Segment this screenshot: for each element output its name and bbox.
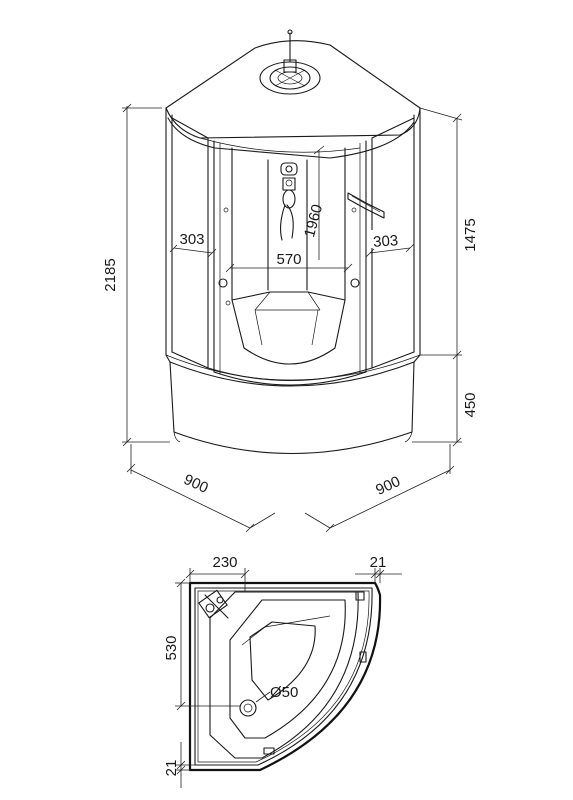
dim-side-depth: 530 bbox=[163, 578, 240, 711]
label-total-height: 2185 bbox=[102, 258, 119, 291]
dim-right-depth: 900 bbox=[304, 444, 455, 533]
dim-right-panel: 303 bbox=[365, 230, 415, 258]
door-handle-right bbox=[359, 651, 367, 663]
dim-upper-section: 1475 bbox=[419, 107, 479, 360]
label-upper-section: 1475 bbox=[462, 218, 479, 251]
left-glass-panel bbox=[165, 107, 231, 374]
dim-left-depth: 900 bbox=[126, 444, 276, 533]
label-left-depth: 900 bbox=[181, 471, 211, 497]
dim-edge-offset: 21 bbox=[355, 554, 402, 583]
shower-tray-base bbox=[165, 354, 421, 455]
shelf-icon bbox=[347, 192, 385, 219]
label-corner-width: 230 bbox=[212, 554, 237, 571]
door-handle-bottom bbox=[263, 747, 275, 755]
back-wall bbox=[231, 147, 346, 301]
dim-bottom-offset: 21 bbox=[163, 742, 195, 788]
shower-tray-inner bbox=[231, 291, 346, 365]
label-glass-height: 1960 bbox=[301, 203, 326, 240]
label-drain-diameter: Ø50 bbox=[270, 684, 298, 701]
dim-corner-width: 230 bbox=[185, 554, 250, 592]
label-bottom-offset: 21 bbox=[163, 760, 180, 777]
dim-glass-height: 1960 bbox=[301, 145, 326, 260]
shower-column-icon bbox=[279, 162, 298, 241]
mixer-icon bbox=[198, 589, 229, 619]
dim-left-panel: 303 bbox=[169, 228, 217, 258]
label-tray-height: 450 bbox=[462, 392, 479, 417]
front-sliding-door-bottom bbox=[213, 371, 367, 386]
drain-icon bbox=[239, 691, 271, 717]
rain-shower-head-icon bbox=[259, 29, 321, 95]
top-view: Ø50 230 21 bbox=[163, 554, 402, 788]
label-right-panel: 303 bbox=[373, 232, 399, 251]
label-edge-offset: 21 bbox=[370, 554, 387, 571]
dim-tray-height: 450 bbox=[412, 355, 479, 447]
label-front-opening: 570 bbox=[276, 251, 301, 268]
tray-outline bbox=[188, 581, 382, 772]
dim-total-height: 2185 bbox=[102, 103, 170, 447]
roof bbox=[165, 40, 421, 159]
label-left-panel: 303 bbox=[179, 231, 204, 248]
front-view: 2185 1960 570 303 303 bbox=[102, 29, 479, 533]
label-side-depth: 530 bbox=[163, 635, 180, 660]
dim-front-opening: 570 bbox=[225, 251, 353, 273]
